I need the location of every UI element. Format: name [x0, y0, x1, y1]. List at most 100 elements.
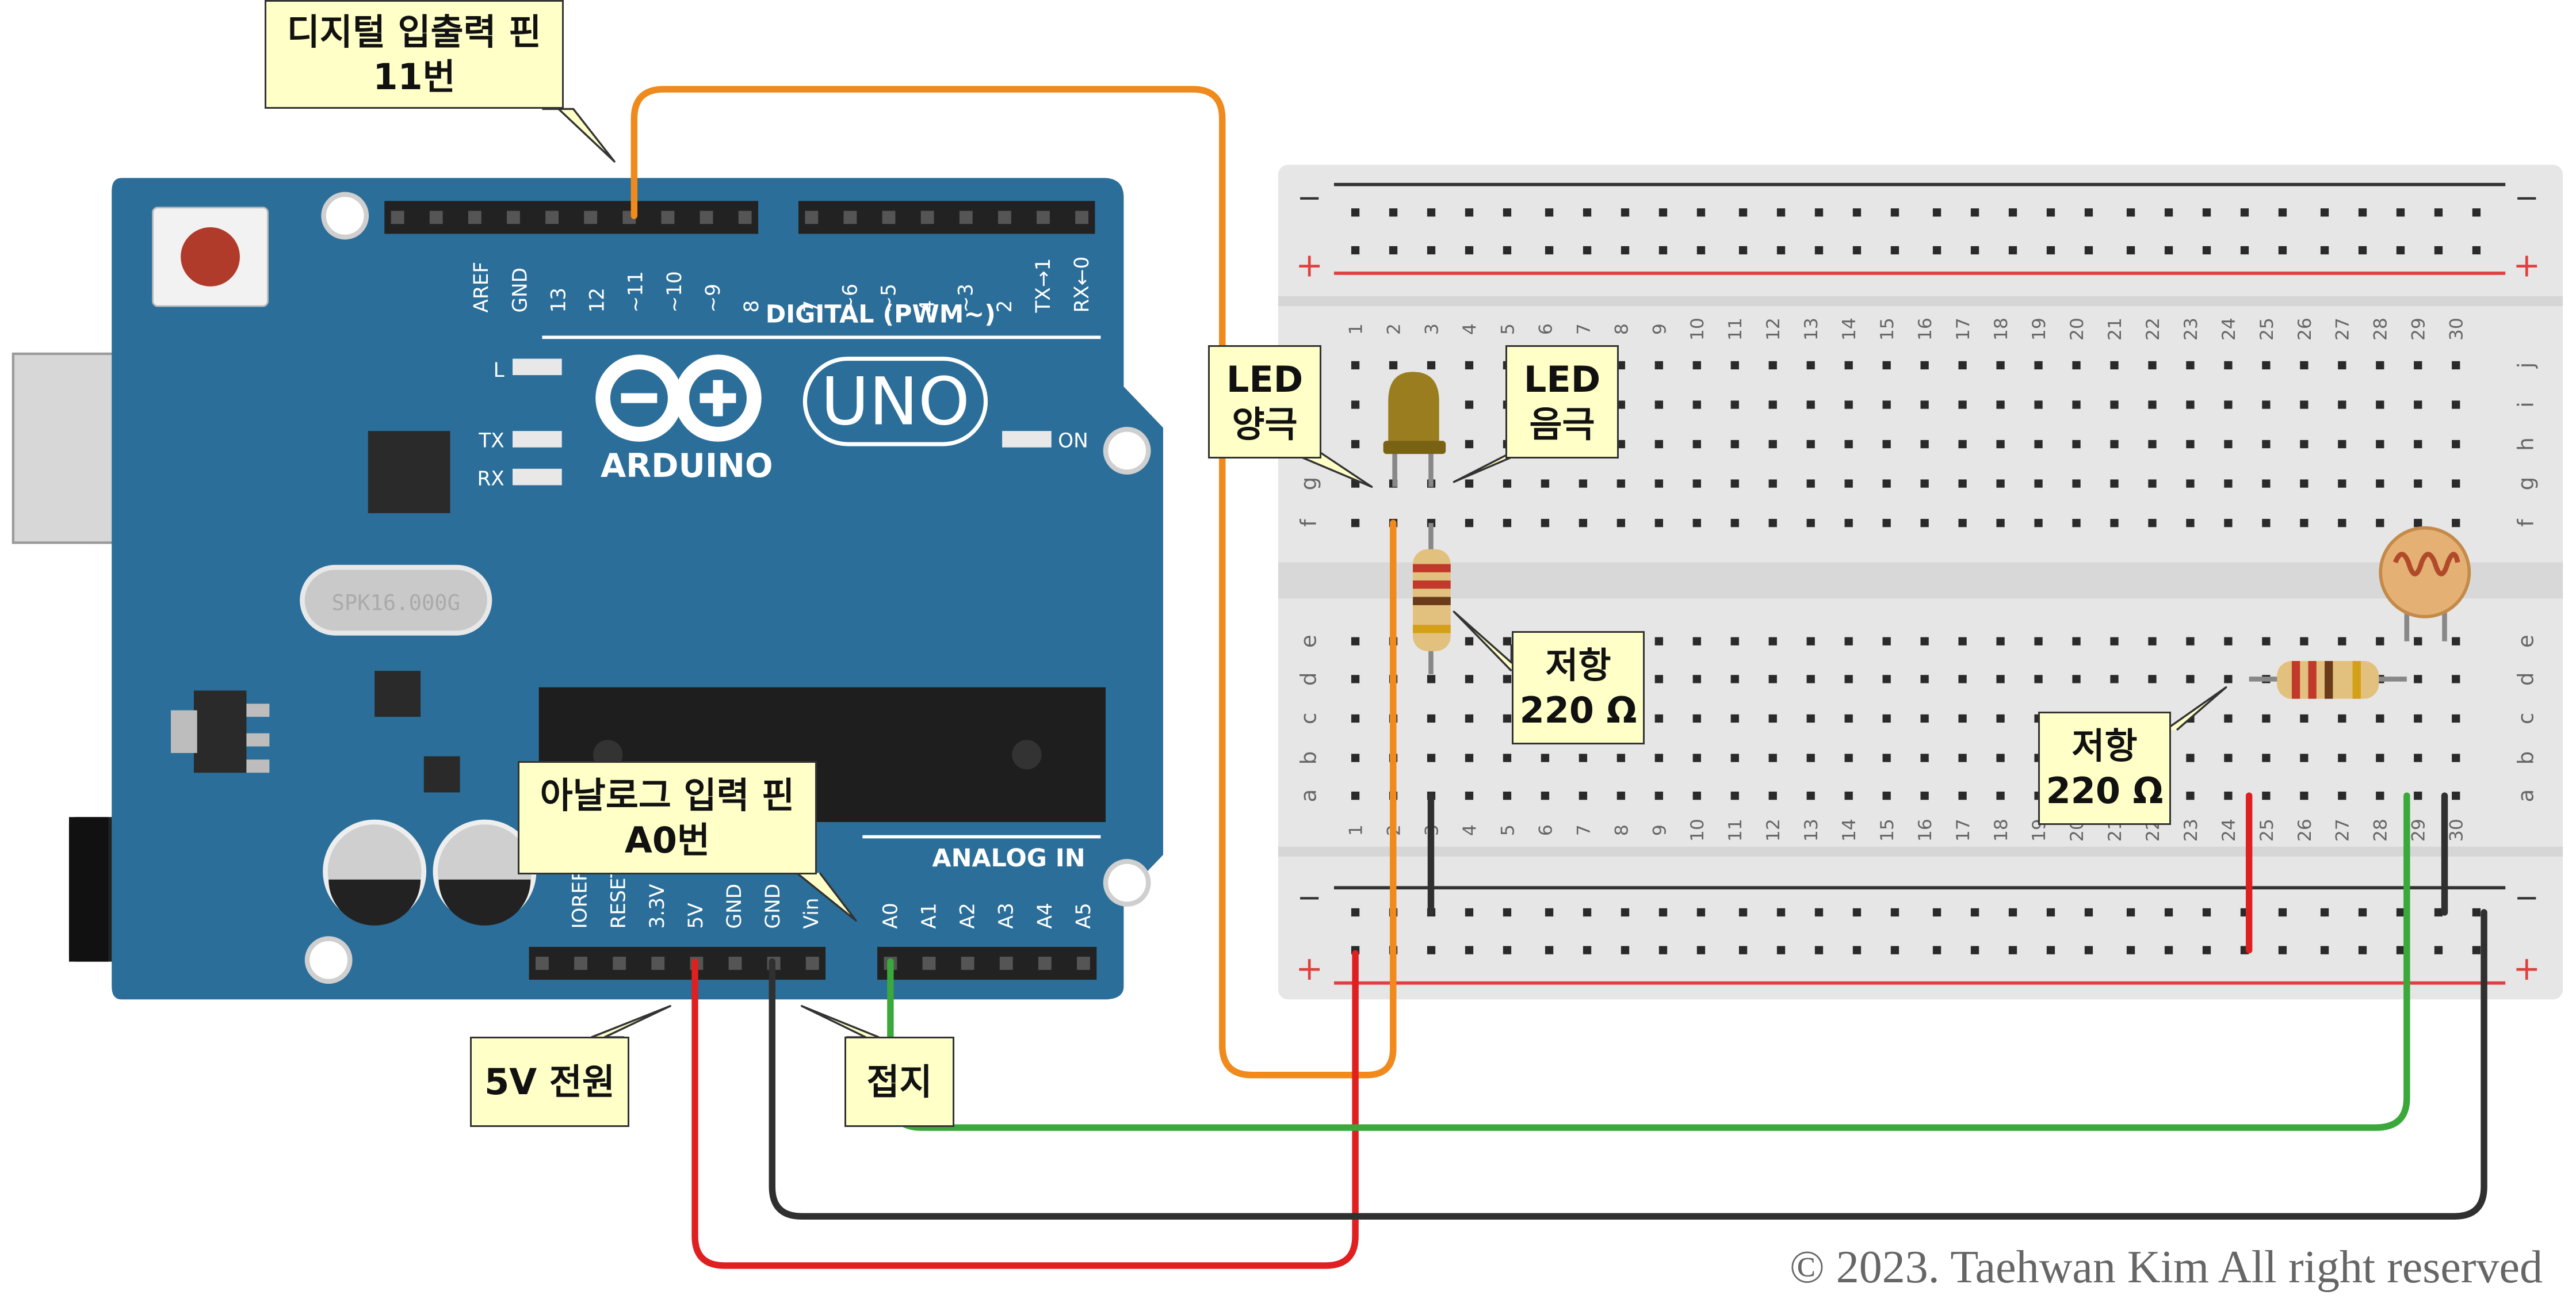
breadboard-hole — [2186, 479, 2195, 488]
breadboard-hole — [1882, 440, 1891, 449]
led-l-label: L — [494, 359, 505, 382]
breadboard-hole — [2376, 518, 2384, 528]
breadboard-hole — [1692, 440, 1701, 449]
row-label: j — [2514, 362, 2539, 369]
breadboard-hole — [1882, 792, 1891, 800]
breadboard-hole — [1692, 792, 1701, 800]
breadboard-hole — [1351, 440, 1360, 449]
callout-resistor-led: 저항 220 Ω — [1512, 631, 1645, 744]
arduino-logo — [595, 354, 762, 442]
breadboard-hole — [1351, 246, 1360, 255]
breadboard-hole — [2376, 479, 2384, 488]
breadboard-hole — [2186, 675, 2195, 683]
breadboard-hole — [1768, 479, 1777, 488]
breadboard-hole — [1583, 908, 1592, 917]
header-pin — [920, 211, 934, 224]
breadboard-hole — [2008, 946, 2017, 954]
breadboard-hole — [1616, 479, 1626, 488]
breadboard-hole — [1427, 754, 1436, 762]
column-label: 26 — [2295, 819, 2315, 842]
callout-led-cathode-line1: LED — [1523, 358, 1601, 400]
column-label: 25 — [2257, 819, 2277, 842]
column-label: 16 — [1915, 318, 1936, 341]
breadboard-hole — [1696, 208, 1706, 217]
copyright-notice: © 2023. Taehwan Kim All right reserved — [1790, 1242, 2543, 1293]
pin-label: ~9 — [702, 284, 725, 313]
breadboard-hole — [2110, 440, 2119, 449]
breadboard-hole — [1351, 361, 1360, 370]
led-body — [1388, 372, 1439, 448]
breadboard-hole — [2148, 479, 2157, 488]
breadboard-hole — [1545, 946, 1554, 954]
breadboard-hole — [1882, 754, 1891, 762]
breadboard-hole — [1920, 518, 1929, 528]
breadboard-hole — [2338, 440, 2346, 449]
breadboard-hole — [2338, 518, 2346, 528]
breadboard-hole — [1890, 946, 1899, 954]
breadboard-hole — [2452, 361, 2460, 370]
column-label: 23 — [2181, 819, 2202, 842]
breadboard-hole — [2338, 754, 2346, 762]
header-pin — [1075, 211, 1089, 224]
pin-label: Vin — [800, 898, 823, 929]
row-label: c — [2514, 713, 2539, 724]
resistor-led — [1413, 523, 1451, 674]
breadboard-hole — [2126, 946, 2135, 954]
callout-digital-pin: 디지털 입출력 핀 11번 — [265, 0, 564, 109]
breadboard-hole — [1616, 361, 1626, 370]
column-label: 23 — [2181, 318, 2202, 341]
breadboard-hole — [1616, 792, 1626, 800]
column-label: 13 — [1801, 819, 1822, 842]
breadboard-hole — [2300, 714, 2309, 723]
breadboard-hole — [2452, 637, 2460, 645]
breadboard-hole — [2452, 754, 2460, 762]
breadboard-hole — [1503, 246, 1512, 255]
breadboard-hole — [2262, 637, 2271, 645]
breadboard-hole — [1958, 714, 1967, 723]
callout-led-anode: LED 양극 — [1208, 345, 1321, 459]
breadboard-hole — [2164, 946, 2173, 954]
breadboard-hole — [1351, 400, 1360, 409]
breadboard-hole — [2164, 908, 2173, 917]
callout-led-cathode: LED 음극 — [1505, 345, 1619, 459]
breadboard-hole — [1620, 246, 1630, 255]
breadboard-hole — [1852, 946, 1862, 954]
breadboard-hole — [1996, 479, 2005, 488]
breadboard-hole — [2376, 792, 2384, 800]
breadboard-hole — [1658, 908, 1668, 917]
breadboard-hole — [1351, 637, 1360, 645]
breadboard-hole — [2126, 908, 2135, 917]
column-label: 11 — [1725, 819, 1746, 842]
breadboard-hole — [2338, 361, 2346, 370]
led-tx-label: TX — [478, 430, 504, 453]
breadboard-hole — [1970, 908, 1979, 917]
breadboard-hole — [1351, 754, 1360, 762]
breadboard-hole — [1882, 675, 1891, 683]
header-pin — [661, 211, 675, 224]
column-label: 11 — [1725, 318, 1746, 341]
breadboard-hole — [2452, 675, 2460, 683]
breadboard-hole — [1620, 908, 1630, 917]
breadboard-hole — [2084, 946, 2093, 954]
breadboard-hole — [2084, 246, 2093, 255]
breadboard-hole — [2034, 675, 2043, 683]
breadboard-center-channel — [1278, 562, 2563, 599]
breadboard-hole — [1465, 754, 1474, 762]
column-label: 15 — [1877, 318, 1898, 341]
breadboard-hole — [2452, 714, 2460, 723]
breadboard-hole — [2110, 675, 2119, 683]
breadboard-hole — [2202, 208, 2211, 217]
column-label: 5 — [1497, 323, 1518, 335]
breadboard-hole — [1776, 946, 1786, 954]
column-label: 28 — [2371, 318, 2391, 341]
breadboard-hole — [1996, 792, 2005, 800]
header-pin — [738, 211, 752, 224]
pin-label: GND — [723, 884, 746, 929]
breadboard-hole — [2338, 479, 2346, 488]
breadboard-hole — [1806, 714, 1815, 723]
breadboard-hole — [1465, 637, 1474, 645]
callout-ground-line1: 접지 — [866, 1060, 932, 1103]
digital-header-label: DIGITAL (PWM~) — [766, 300, 996, 329]
